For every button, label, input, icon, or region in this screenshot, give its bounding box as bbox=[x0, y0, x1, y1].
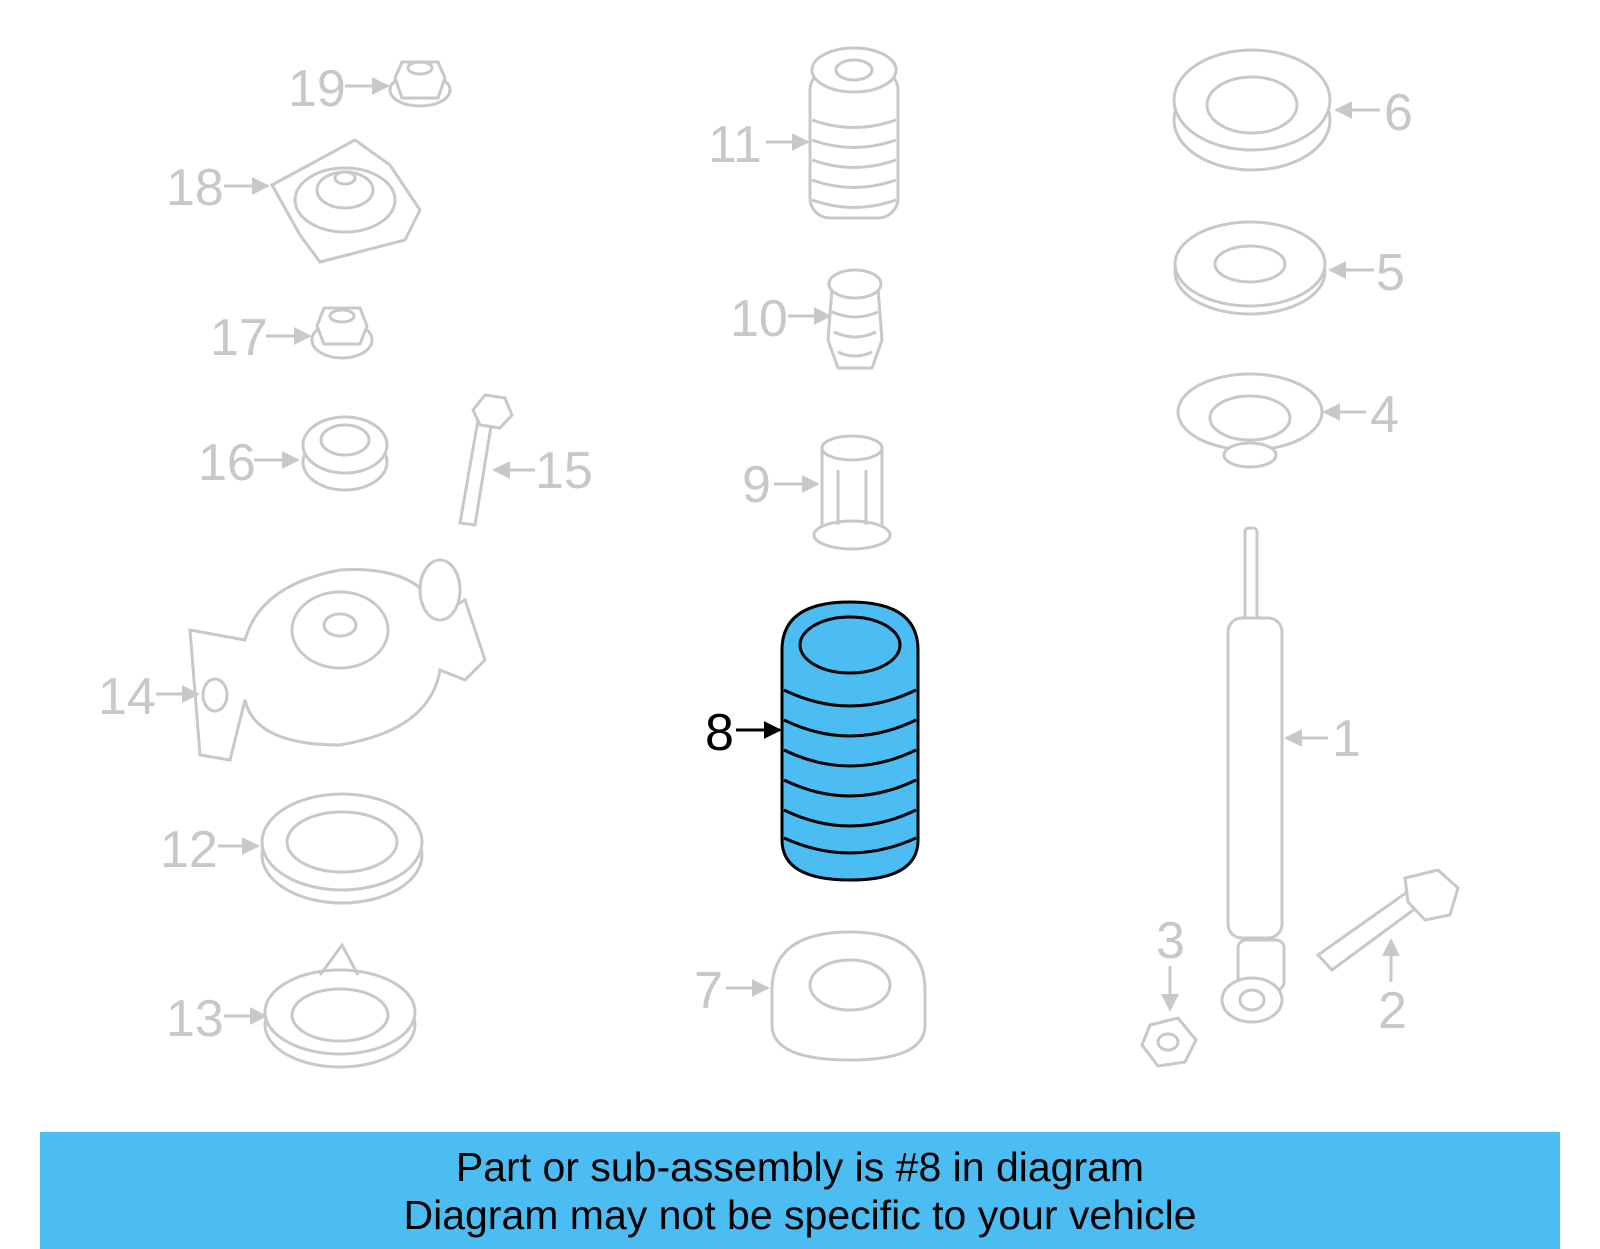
part-12-isolator-ring[interactable] bbox=[260, 792, 424, 905]
callout-5[interactable]: 5 bbox=[1376, 244, 1405, 302]
callout-11[interactable]: 11 bbox=[708, 116, 762, 174]
part-1-shock-absorber[interactable] bbox=[1220, 526, 1286, 1024]
callout-4[interactable]: 4 bbox=[1370, 386, 1399, 444]
callout-16[interactable]: 16 bbox=[198, 434, 256, 492]
callout-7[interactable]: 7 bbox=[694, 962, 723, 1020]
callout-1[interactable]: 1 bbox=[1332, 710, 1361, 768]
part-9-dust-cap[interactable] bbox=[812, 434, 892, 551]
callout-9[interactable]: 9 bbox=[742, 456, 771, 514]
part-16-bearing[interactable] bbox=[301, 415, 389, 492]
part-19-nut[interactable] bbox=[388, 60, 452, 108]
part-6-upper-seat[interactable] bbox=[1172, 48, 1332, 172]
callout-18[interactable]: 18 bbox=[166, 159, 224, 217]
callout-19[interactable]: 19 bbox=[288, 60, 346, 118]
callout-10[interactable]: 10 bbox=[730, 290, 788, 348]
part-15-bolt[interactable] bbox=[458, 393, 514, 527]
part-5-washer[interactable] bbox=[1173, 220, 1327, 316]
part-3-nut[interactable] bbox=[1140, 1016, 1198, 1068]
info-banner: Part or sub-assembly is #8 in diagram Di… bbox=[40, 1132, 1560, 1249]
part-4-dished-washer[interactable] bbox=[1176, 372, 1324, 469]
part-7-lower-spring-seat[interactable] bbox=[770, 930, 927, 1062]
part-8-coil-spring[interactable] bbox=[780, 600, 920, 882]
part-2-bolt[interactable] bbox=[1315, 868, 1460, 973]
banner-line-part-number: Part or sub-assembly is #8 in diagram bbox=[455, 1143, 1145, 1190]
part-13-spring-seat[interactable] bbox=[263, 942, 417, 1069]
callout-12[interactable]: 12 bbox=[160, 821, 218, 879]
part-18-mount-plate[interactable] bbox=[269, 138, 422, 264]
callout-15[interactable]: 15 bbox=[535, 442, 593, 500]
callout-3[interactable]: 3 bbox=[1156, 912, 1185, 970]
part-17-nut[interactable] bbox=[310, 306, 374, 360]
part-10-bump-stop[interactable] bbox=[826, 268, 884, 370]
callout-14[interactable]: 14 bbox=[98, 668, 156, 726]
callout-6[interactable]: 6 bbox=[1384, 84, 1413, 142]
part-11-protective-boot[interactable] bbox=[808, 46, 900, 220]
banner-line-disclaimer: Diagram may not be specific to your vehi… bbox=[403, 1191, 1197, 1238]
part-14-strut-housing[interactable] bbox=[188, 558, 487, 762]
callout-8[interactable]: 8 bbox=[705, 704, 734, 762]
callout-13[interactable]: 13 bbox=[166, 990, 224, 1048]
callout-2[interactable]: 2 bbox=[1378, 982, 1407, 1040]
callout-17[interactable]: 17 bbox=[210, 309, 268, 367]
